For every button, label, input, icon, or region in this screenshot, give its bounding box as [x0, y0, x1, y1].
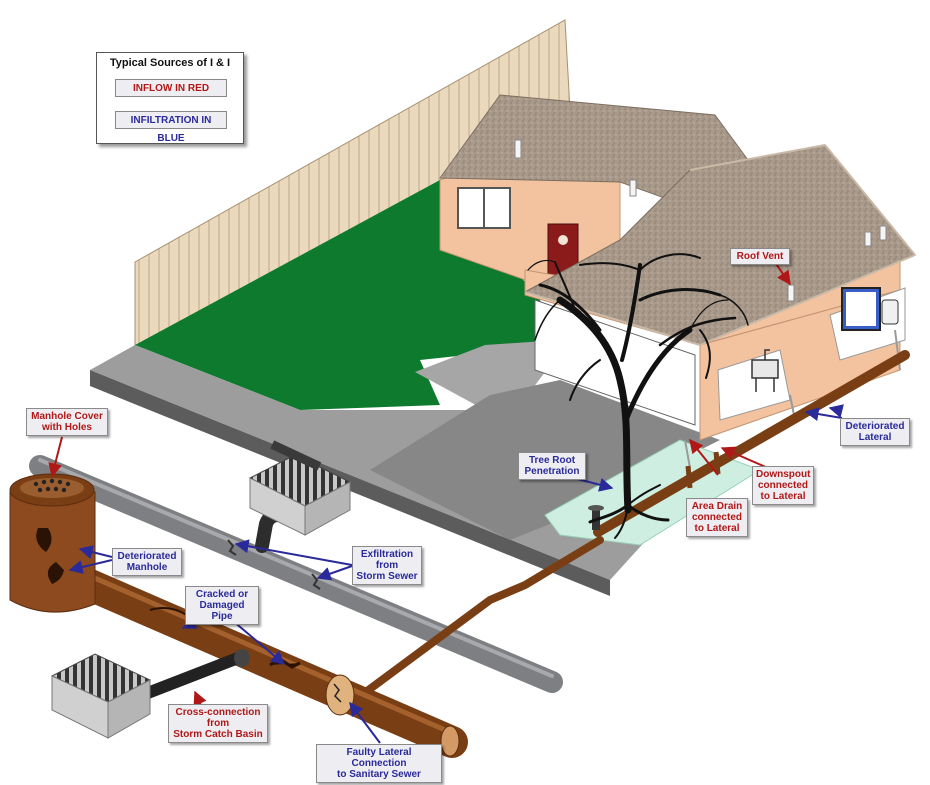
house-icon	[439, 94, 916, 469]
legend-title: Typical Sources of I & I	[109, 57, 231, 69]
callout-deteriorated-lateral: Deteriorated Lateral	[840, 418, 910, 446]
callout-manhole-cover: Manhole Cover with Holes	[26, 408, 108, 436]
callout-cracked-pipe: Cracked or Damaged Pipe	[185, 586, 259, 625]
catch-basin-icon	[248, 440, 352, 536]
storm-catch-basin	[50, 649, 250, 739]
legend: Typical Sources of I & I INFLOW IN RED I…	[96, 52, 244, 144]
manhole-icon	[9, 473, 96, 613]
callout-tree-root: Tree Root Penetration	[518, 452, 586, 480]
callout-area-drain: Area Drain connected to Lateral	[686, 498, 748, 537]
callout-exfiltration: Exfiltration from Storm Sewer	[352, 546, 422, 585]
callout-deteriorated-manhole: Deteriorated Manhole	[112, 548, 182, 576]
legend-inflow: INFLOW IN RED	[115, 79, 227, 97]
callout-cross-connection: Cross-connection from Storm Catch Basin	[168, 704, 268, 743]
callout-roof-vent: Roof Vent	[730, 248, 790, 265]
tree-icon	[527, 253, 749, 539]
inflow-leaders	[48, 257, 791, 716]
callout-faulty-lateral: Faulty Lateral Connection to Sanitary Se…	[316, 744, 442, 783]
sanitary-sewer-pipe	[44, 350, 910, 758]
legend-infiltration: INFILTRATION IN BLUE	[115, 111, 227, 144]
callout-downspout: Downspout connected to Lateral	[752, 466, 814, 505]
